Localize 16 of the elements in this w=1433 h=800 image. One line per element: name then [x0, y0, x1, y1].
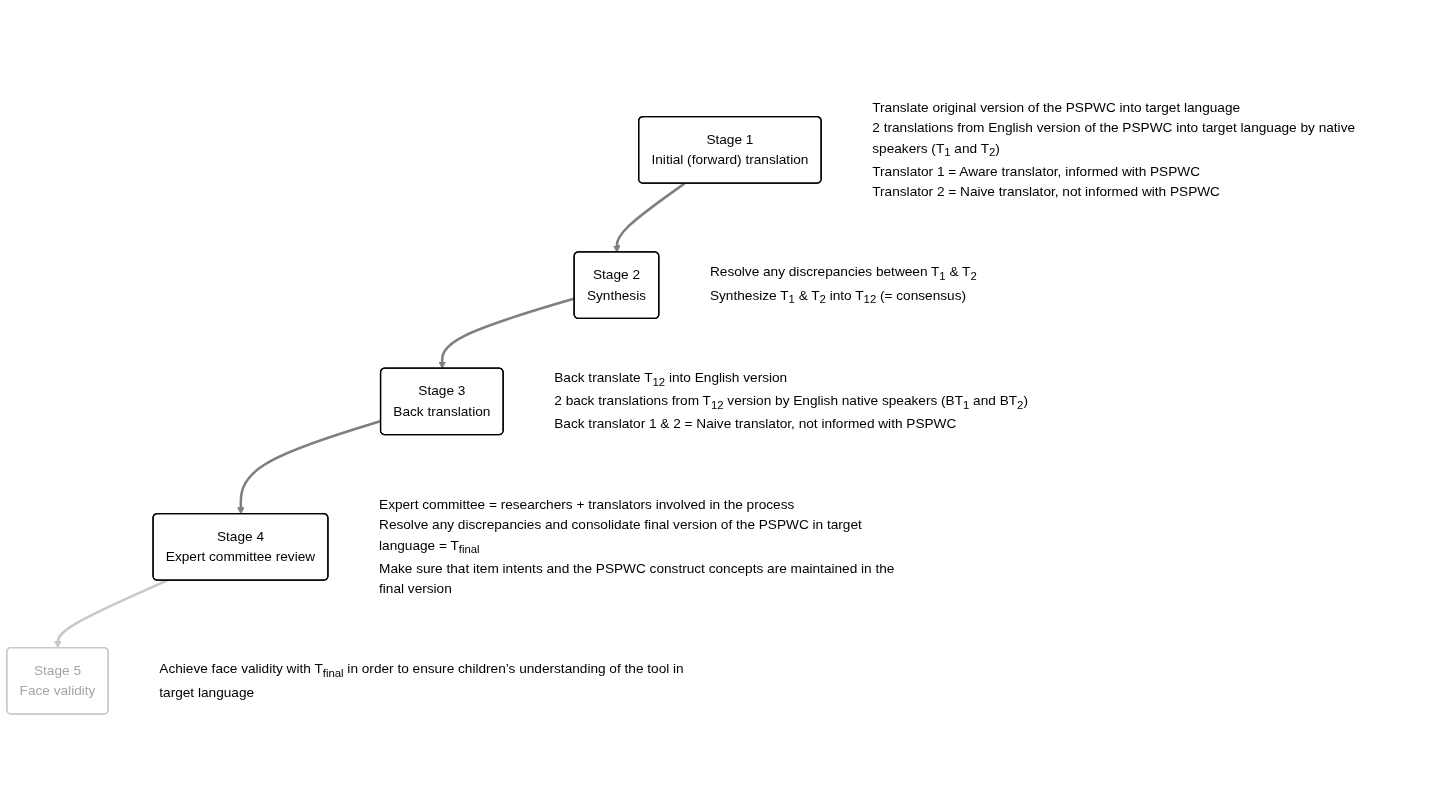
arrow	[613, 182, 686, 253]
node-label: Synthesize T$_{1}$ & T$_{2}$ into T$_{12}$ (= consensus)	[709, 287, 967, 306]
arrow	[54, 579, 168, 649]
node-label: Back translate T$_{12}$ into English version	[554, 370, 788, 389]
node-label: 2 back translations from T$_{12}$ version by English native speakers (BT$_{1}$ and BT$_{2}$)	[554, 393, 1028, 412]
node-label: Back translator 1 & 2 = Naive translator, not informed with PSPWC	[554, 416, 957, 432]
node-label: Translator 1 = Aware translator, informed with PSPWC	[872, 164, 1201, 179]
node-label: Resolve any discrepancies and consolidate final version of the PSPWC in target language = T$_{final}$	[379, 517, 862, 556]
arrow	[438, 297, 575, 369]
node-label: Translator 2 = Naive translator, not informed with PSPWC	[872, 184, 1220, 199]
node-label: Make sure that item intents and the PSPWC construct concepts are maintained in the final version	[379, 561, 895, 596]
node-label: Translate original version of the PSPWC into target language	[872, 99, 1241, 115]
node-label: Resolve any discrepancies between T$_{1}$ & T$_{2}$	[709, 264, 977, 283]
node-label: 2 translations from English version of the PSPWC into target language by native speakers (T$_{1}$ and T$_{2}$)	[872, 120, 1356, 159]
node-label: Achieve face validity with T$_{final}$ in order to ensure children’s understanding of the tool in target language	[159, 661, 684, 700]
node-label: Expert committee = researchers + translators involved in the process	[379, 496, 795, 512]
